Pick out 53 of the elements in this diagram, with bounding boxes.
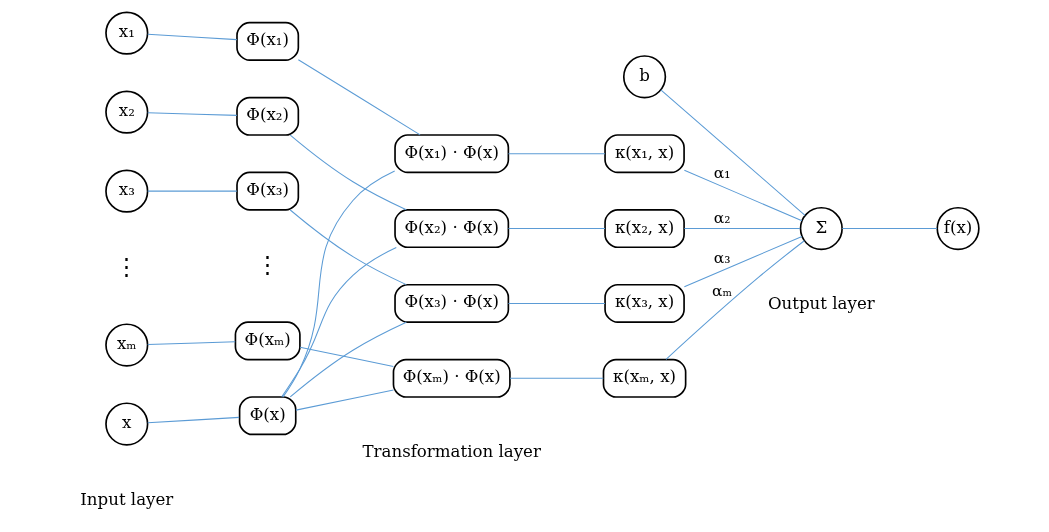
connector — [683, 169, 802, 222]
node-box: κ(x₂, x) — [603, 209, 685, 249]
connector — [280, 247, 397, 398]
connector — [507, 302, 606, 304]
node-box: Φ(x₃) — [235, 171, 299, 211]
node-box: Φ(x₃) · Φ(x) — [393, 283, 509, 323]
connector — [146, 112, 237, 116]
node-box: κ(x₃, x) — [603, 283, 685, 323]
label: Input layer — [79, 489, 173, 509]
connector — [282, 170, 395, 398]
node-box: Φ(xₘ) · Φ(x) — [392, 358, 511, 398]
node-box: Φ(x₂) · Φ(x) — [393, 209, 509, 249]
node-circle: Σ — [799, 206, 843, 251]
edge-label: α₂ — [713, 209, 730, 228]
connector — [146, 190, 237, 192]
node-circle: x₃ — [104, 169, 148, 213]
label: ⋮ — [114, 252, 138, 279]
connector — [841, 228, 938, 230]
node-box: κ(xₘ, x) — [602, 358, 686, 398]
node-circle: xₘ — [104, 323, 148, 367]
node-box: Φ(x₂) — [235, 96, 299, 136]
label: ⋮ — [255, 250, 279, 277]
label: Transformation layer — [362, 442, 541, 462]
node-circle: b — [622, 55, 666, 99]
connector — [683, 235, 802, 288]
connector — [294, 389, 394, 411]
label: Output layer — [767, 294, 875, 314]
node-circle: f(x) — [935, 206, 980, 251]
connector — [289, 209, 407, 286]
connector — [146, 341, 236, 345]
connector — [507, 153, 606, 155]
edge-label: α₃ — [713, 248, 730, 267]
node-box: Φ(x₁) — [235, 21, 299, 61]
node-box: Φ(xₘ) — [234, 321, 301, 361]
connector — [508, 377, 604, 379]
connector — [146, 416, 240, 424]
connector — [683, 228, 801, 230]
node-box: κ(x₁, x) — [603, 134, 685, 174]
connector — [659, 89, 805, 216]
connector — [146, 33, 237, 41]
connector — [665, 240, 805, 360]
edge-label: αₘ — [711, 282, 732, 301]
node-circle: x — [104, 402, 148, 446]
edge-label: α₁ — [713, 163, 730, 182]
connector — [298, 346, 394, 367]
connector — [289, 321, 407, 398]
connector — [289, 134, 407, 211]
node-circle: x₁ — [104, 11, 148, 55]
node-circle: x₂ — [104, 90, 148, 134]
connector — [297, 59, 421, 136]
node-box: Φ(x) — [238, 396, 297, 436]
node-box: Φ(x₁) · Φ(x) — [393, 134, 509, 174]
connector — [507, 228, 606, 230]
